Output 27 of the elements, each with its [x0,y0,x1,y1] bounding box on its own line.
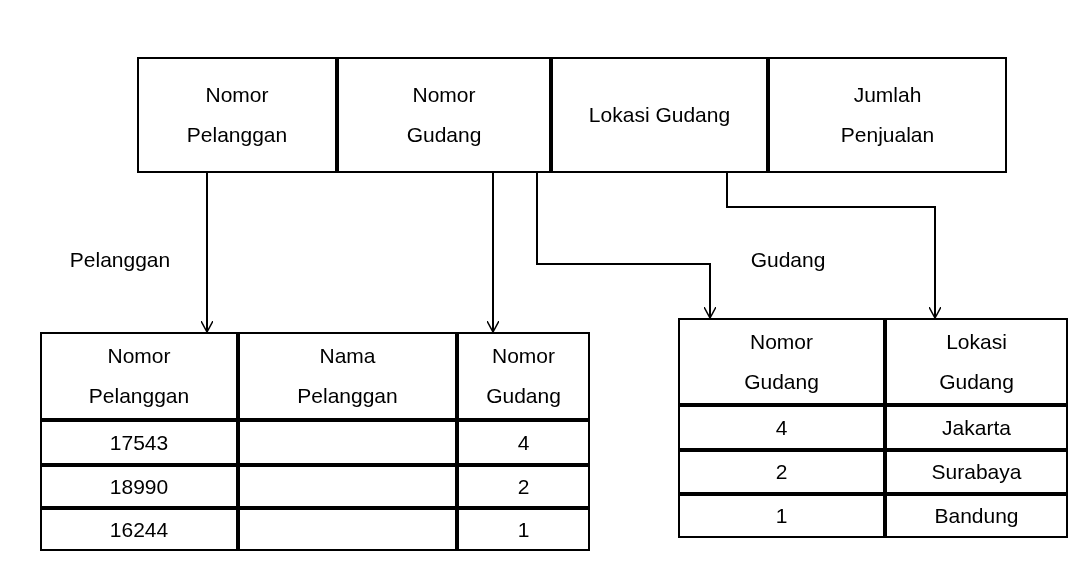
table-name: Gudang [750,248,826,272]
table-cell: 4 [457,420,590,465]
table-cell: Surabaya [885,450,1068,494]
table-cell: 1 [457,508,590,551]
table-cell: 18990 [40,465,238,508]
table-name: Pelanggan [69,248,171,272]
table-header-cell: Nomor Gudang [678,318,885,405]
table-header-cell: Nomor Pelanggan [137,57,337,173]
arrow [486,172,500,333]
table-cell: Bandung [885,494,1068,538]
arrow [726,172,942,319]
table-header-cell: Nama Pelanggan [238,332,457,420]
table-header-cell: Nomor Gudang [337,57,551,173]
table-cell: 2 [678,450,885,494]
table-cell: 1 [678,494,885,538]
table-header-cell: Lokasi Gudang [885,318,1068,405]
table-cell: 4 [678,405,885,450]
table-header-cell: Nomor Pelanggan [40,332,238,420]
table-cell: 16244 [40,508,238,551]
table-cell: 17543 [40,420,238,465]
table-header-cell: Lokasi Gudang [551,57,768,173]
arrow [200,172,214,333]
table-header-cell: Nomor Gudang [457,332,590,420]
table-header-cell: Jumlah Penjualan [768,57,1007,173]
table-cell: Jakarta [885,405,1068,450]
table-cell: 2 [457,465,590,508]
arrow [536,172,717,319]
